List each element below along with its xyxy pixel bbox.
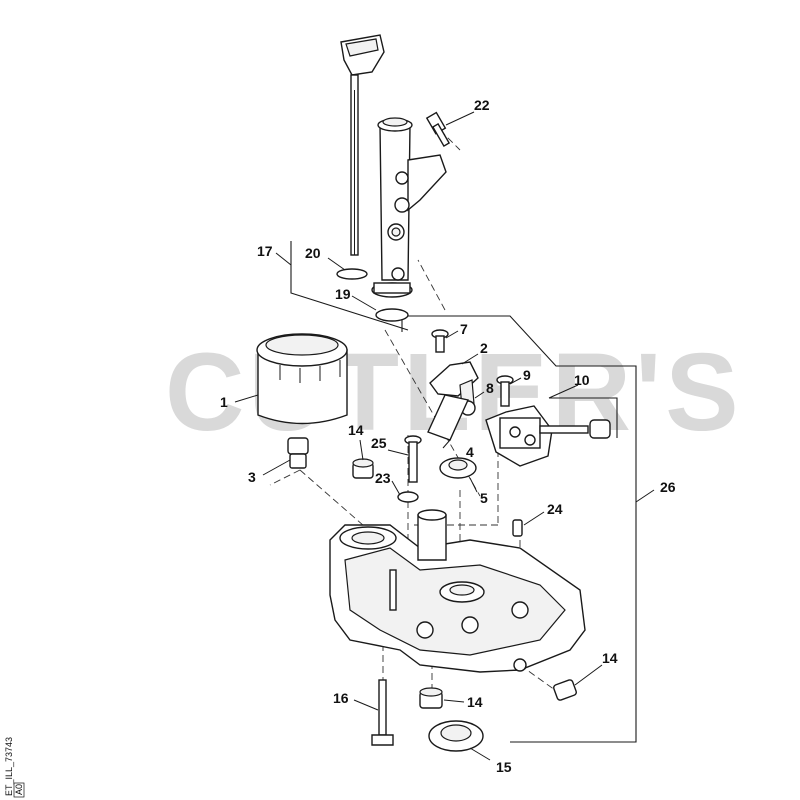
callout-14-lower: 14 xyxy=(467,694,483,710)
callout-15: 15 xyxy=(496,759,512,775)
doc-rev: A0 xyxy=(14,784,24,795)
callout-9: 9 xyxy=(523,367,531,383)
bracket-10 xyxy=(549,397,618,438)
bracket-17 xyxy=(290,241,409,331)
callout-14-right: 14 xyxy=(602,650,618,666)
dipstick xyxy=(340,34,385,256)
callout-22: 22 xyxy=(474,97,490,113)
callout-1: 1 xyxy=(220,394,228,410)
cap-14-upper xyxy=(352,458,374,479)
washer-23 xyxy=(397,491,419,503)
oil-fill-tube xyxy=(371,117,447,298)
callout-10: 10 xyxy=(574,372,590,388)
callout-19: 19 xyxy=(335,286,351,302)
leader-lines xyxy=(234,111,655,761)
o-ring-20 xyxy=(336,268,368,280)
callout-23: 23 xyxy=(375,470,391,486)
doc-id: ET_ILL_73743 xyxy=(4,737,14,796)
callout-3: 3 xyxy=(248,469,256,485)
callout-20: 20 xyxy=(305,245,321,261)
screw-7 xyxy=(431,329,449,353)
callout-7: 7 xyxy=(460,321,468,337)
callout-5: 5 xyxy=(480,490,488,506)
o-ring-19 xyxy=(375,308,409,322)
bolt-25 xyxy=(404,435,422,483)
callout-24: 24 xyxy=(547,501,563,517)
crankcase-sump xyxy=(329,509,586,673)
gasket-4 xyxy=(427,394,469,441)
seal-5 xyxy=(439,457,477,479)
callout-17: 17 xyxy=(257,243,273,259)
bolt-22 xyxy=(425,111,451,147)
bolt-9 xyxy=(496,375,514,407)
callout-25: 25 xyxy=(371,435,387,451)
callouts: 1 2 3 4 5 7 8 9 10 14 14 14 15 16 17 19 … xyxy=(220,97,676,775)
valve-assembly-10 xyxy=(485,405,611,467)
bolt-16 xyxy=(371,679,394,746)
doc-identifier: ET_ILL_73743 A0 xyxy=(4,737,25,798)
callout-26: 26 xyxy=(660,479,676,495)
callout-4: 4 xyxy=(466,444,474,460)
cap-14-lower xyxy=(419,687,443,709)
callout-16: 16 xyxy=(333,690,349,706)
callout-8: 8 xyxy=(486,380,494,396)
oil-filter xyxy=(256,333,348,425)
plug-14-right xyxy=(553,679,577,701)
callout-14-upper: 14 xyxy=(348,422,364,438)
callout-2: 2 xyxy=(480,340,488,356)
fitting-3 xyxy=(287,437,309,469)
pin-24 xyxy=(512,519,523,537)
oil-seal-15 xyxy=(428,720,484,752)
